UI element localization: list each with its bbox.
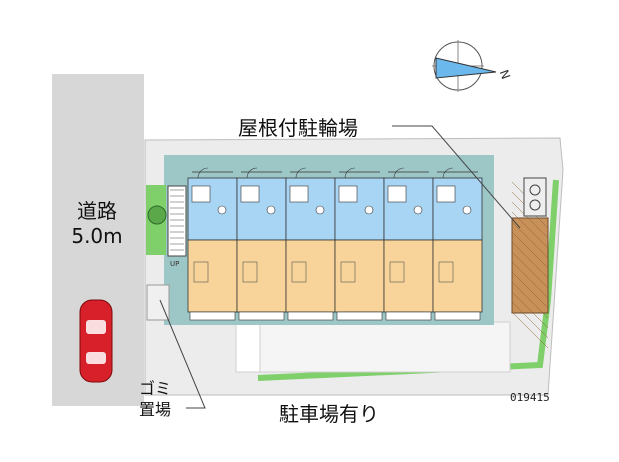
carport-hatch-line <box>511 271 549 309</box>
unit-balcony <box>189 311 236 321</box>
door-swing-icon <box>295 167 307 179</box>
bike-icon <box>529 199 541 211</box>
unit-living-room <box>383 239 434 313</box>
unit-bath <box>240 185 260 203</box>
unit-living-room <box>334 239 385 313</box>
bike-racks <box>523 177 547 217</box>
door-swing-icon <box>393 167 405 179</box>
unit-closet <box>340 261 356 283</box>
unit-balcony <box>434 311 481 321</box>
trash-area-label: ゴミ 置場 <box>139 378 171 420</box>
toilet-icon <box>364 205 374 215</box>
carport-hatch-line <box>511 231 549 269</box>
unit-closet <box>291 261 307 283</box>
trash-area <box>146 284 170 321</box>
stair-up-label: UP <box>170 260 179 268</box>
parking-area <box>235 321 511 373</box>
trash-label-line1: ゴミ <box>139 379 172 398</box>
carport-hatch-line <box>511 221 549 259</box>
unit-bath <box>338 185 358 203</box>
property-code: 019415 <box>510 391 550 404</box>
unit-bath <box>387 185 407 203</box>
unit-bath <box>289 185 309 203</box>
bike-parking-label: 屋根付駐輪場 <box>238 116 358 140</box>
toilet-icon <box>315 205 325 215</box>
unit-living-room <box>432 239 483 313</box>
parking-label: 駐車場有り <box>279 402 379 426</box>
parking-slot <box>235 321 261 373</box>
carport-hatch-line <box>511 241 549 279</box>
unit-3 <box>285 167 336 321</box>
road-label: 道路 5.0m <box>66 199 128 249</box>
road-label-width: 5.0m <box>71 224 123 248</box>
unit-6 <box>432 167 483 321</box>
door-swing-icon <box>344 167 356 179</box>
unit-closet <box>438 261 454 283</box>
unit-balcony <box>287 311 334 321</box>
compass-icon <box>432 40 497 92</box>
carport-hatch-line <box>511 301 549 339</box>
toilet-icon <box>462 205 472 215</box>
trash-label-line2: 置場 <box>139 400 172 419</box>
bike-icon <box>529 184 541 196</box>
unit-1 <box>187 167 238 321</box>
carport-hatch-line <box>511 201 549 239</box>
bike-carport <box>511 217 549 314</box>
unit-5 <box>383 167 434 321</box>
bike-leader-line <box>392 125 521 229</box>
unit-living-room <box>285 239 336 313</box>
unit-4 <box>334 167 385 321</box>
car-icon <box>79 299 113 383</box>
staircase <box>167 185 187 257</box>
carport-hatch-line <box>511 261 549 299</box>
unit-living-room <box>187 239 238 313</box>
door-swing-icon <box>197 167 209 179</box>
unit-balcony <box>336 311 383 321</box>
carport-hatch-line <box>511 311 549 349</box>
unit-living-room <box>236 239 287 313</box>
door-swing-icon <box>442 167 454 179</box>
unit-closet <box>389 261 405 283</box>
road-label-name: 道路 <box>77 199 117 223</box>
unit-closet <box>193 261 209 283</box>
unit-bath <box>436 185 456 203</box>
toilet-icon <box>217 205 227 215</box>
unit-balcony <box>385 311 432 321</box>
unit-bath <box>191 185 211 203</box>
carport-hatch-line <box>511 251 549 289</box>
toilet-icon <box>266 205 276 215</box>
carport-hatch-line <box>511 211 549 249</box>
tree <box>147 205 167 225</box>
unit-2 <box>236 167 287 321</box>
door-swing-icon <box>246 167 258 179</box>
toilet-icon <box>413 205 423 215</box>
unit-balcony <box>238 311 285 321</box>
carport-hatch-line <box>511 291 549 329</box>
compass-north-label: N <box>497 68 513 81</box>
carport-hatch-line <box>511 281 549 319</box>
trash-leader-line <box>159 299 206 409</box>
unit-closet <box>242 261 258 283</box>
